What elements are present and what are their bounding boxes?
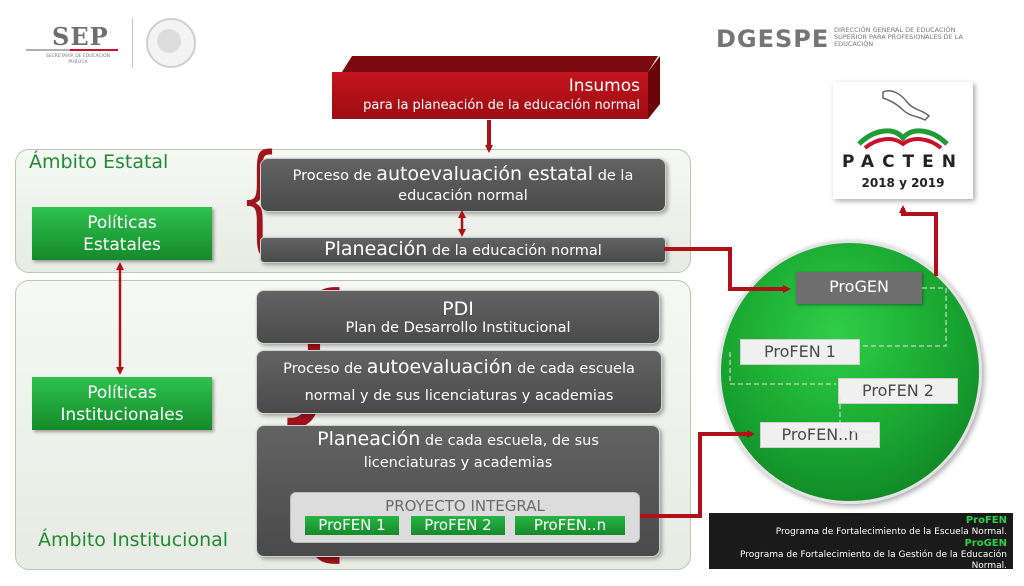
circle-profen-n: ProFEN..n	[760, 422, 880, 448]
proyecto-profen-n: ProFEN..n	[515, 516, 625, 535]
circle-profen-1: ProFEN 1	[740, 339, 860, 365]
autoeval-estatal-pre: Proceso de	[292, 168, 377, 184]
autoeval-estatal-post: de la educación normal	[398, 168, 634, 204]
politicas-estatales-line1: Políticas	[87, 212, 157, 233]
sep-logo-text: SEP	[52, 22, 109, 51]
proyecto-integral-title: PROYECTO INTEGRAL	[385, 497, 545, 515]
dgespe-logo-text: DGESPE	[716, 25, 830, 53]
insumos-box: Insumos para la planeación de la educaci…	[332, 72, 648, 119]
politicas-estatales-box: Políticas Estatales	[32, 207, 212, 260]
insumos-title: Insumos	[568, 76, 640, 96]
circle-dashed-link-3	[839, 396, 880, 433]
insumos-box-top	[342, 56, 658, 72]
legend-profen-abbr: ProFEN	[965, 515, 1007, 526]
politicas-institucionales-line1: Políticas	[87, 382, 157, 403]
circle-profen-2: ProFEN 2	[838, 378, 958, 404]
arrow-proyecto-to-profen	[640, 430, 755, 518]
arrow-circle-to-pacten	[899, 205, 938, 276]
ambito-estatal-label: Ámbito Estatal	[29, 151, 169, 173]
legend-progen-desc: Programa de Fortalecimiento de la Gestió…	[740, 549, 1007, 572]
pdi-subtitle: Plan de Desarrollo Institucional	[345, 320, 571, 336]
autoeval-estatal-big: autoevaluación estatal	[376, 163, 594, 185]
politicas-institucionales-box: Políticas Institucionales	[32, 377, 212, 430]
autoevaluacion-escuela-box: Proceso de autoevaluación de cada escuel…	[256, 350, 662, 414]
dgespe-logo-subtitle: DIRECCIÓN GENERAL DE EDUCACIÓN SUPERIOR …	[834, 26, 963, 48]
circle-dashed-link-2	[729, 352, 836, 385]
legend-progen-abbr: ProGEN	[964, 538, 1007, 549]
planeacion-estatal-box: Planeación de la educación normal	[260, 237, 666, 263]
pacten-logo-icon	[857, 90, 949, 150]
pdi-box: PDI Plan de Desarrollo Institucional	[256, 290, 660, 344]
autoeval-escuela-big: autoevaluación	[366, 356, 513, 378]
autoeval-escuela-pre: Proceso de	[283, 361, 367, 377]
insumos-box-side	[648, 56, 660, 119]
sep-logo-bar	[26, 49, 118, 51]
circle-progen: ProGEN	[796, 272, 922, 304]
pacten-year: 2018 y 2019	[861, 176, 945, 190]
pacten-card: PACTEN 2018 y 2019	[833, 82, 973, 199]
planeacion-escuela-post: de cada escuela, de sus licenciaturas y …	[363, 433, 599, 471]
sep-logo-subtitle: SECRETARÍA DE EDUCACIÓN PÚBLICA	[45, 54, 111, 65]
pdi-title: PDI	[442, 298, 474, 320]
politicas-estatales-line2: Estatales	[83, 234, 161, 255]
planeacion-escuela-big: Planeación	[317, 428, 421, 450]
arrow-planeacion-to-progen	[664, 247, 791, 293]
planeacion-estatal-post: de la educación normal	[427, 243, 602, 259]
planeacion-estatal-big: Planeación	[324, 238, 428, 260]
proyecto-profen-2: ProFEN 2	[411, 516, 505, 535]
national-seal-icon	[146, 18, 196, 68]
autoeval-escuela-post: de cada escuela normal y de sus licencia…	[304, 361, 635, 404]
proyecto-profen-1: ProFEN 1	[305, 516, 399, 535]
legend-box: ProFEN Programa de Fortalecimiento de la…	[709, 513, 1013, 571]
circle-dashed-link-1	[860, 287, 947, 347]
pacten-title: PACTEN	[842, 152, 964, 172]
insumos-subtitle: para la planeación de la educación norma…	[363, 98, 640, 113]
legend-profen-desc: Programa de Fortalecimiento de la Escuel…	[775, 526, 1007, 537]
ambito-institucional-label: Ámbito Institucional	[38, 529, 229, 551]
politicas-institucionales-line2: Institucionales	[60, 404, 184, 425]
logo-divider	[132, 18, 133, 68]
